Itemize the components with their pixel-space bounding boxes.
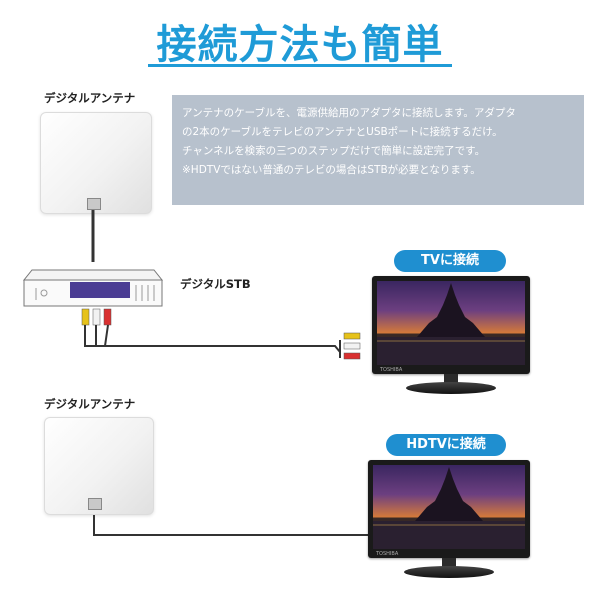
tv-top: TOSHIBA (372, 276, 530, 396)
tv-bottom-screen (373, 465, 525, 549)
info-line: チャンネルを検索の三つのステップだけで簡単に設定完了です。 (182, 145, 486, 157)
tv-bottom-stand (442, 558, 456, 568)
title-underline (148, 64, 452, 67)
tv-bottom-base (404, 566, 494, 578)
antenna-bottom-plug (88, 498, 102, 510)
tv-top-stand (444, 374, 458, 384)
antenna-label-bottom: デジタルアンテナ (44, 397, 136, 411)
tv-bottom-frame: TOSHIBA (368, 460, 530, 558)
info-line: アンテナのケーブルを、電源供給用のアダプタに接続します。アダプタ (182, 107, 516, 119)
stb-panel (70, 282, 130, 298)
tv-top-frame: TOSHIBA (372, 276, 530, 374)
antenna-top (40, 112, 152, 214)
tv-top-screen (377, 281, 525, 365)
tv-bottom-brand: TOSHIBA (376, 551, 399, 557)
castle-image (373, 467, 525, 549)
page-title: 接続方法も簡単 (156, 22, 444, 68)
stb-label: デジタルSTB (180, 277, 251, 291)
stb-device (22, 269, 164, 307)
antenna-top-plug (87, 198, 101, 210)
tv-top-base (406, 382, 496, 394)
tv-bottom: TOSHIBA (368, 460, 530, 582)
badge-hdtv: HDTVに接続 (386, 434, 506, 456)
badge-tv: TVに接続 (394, 250, 506, 272)
info-line: の2本のケーブルをテレビのアンテナとUSBポートに接続するだけ。 (182, 126, 503, 138)
tv-top-brand: TOSHIBA (380, 367, 403, 373)
info-line: ※HDTVではない普通のテレビの場合はSTBが必要となります。 (182, 164, 481, 176)
antenna-label-top: デジタルアンテナ (44, 91, 136, 105)
castle-image (377, 283, 525, 365)
info-box: アンテナのケーブルを、電源供給用のアダプタに接続します。アダプタ の2本のケーブ… (172, 95, 584, 205)
